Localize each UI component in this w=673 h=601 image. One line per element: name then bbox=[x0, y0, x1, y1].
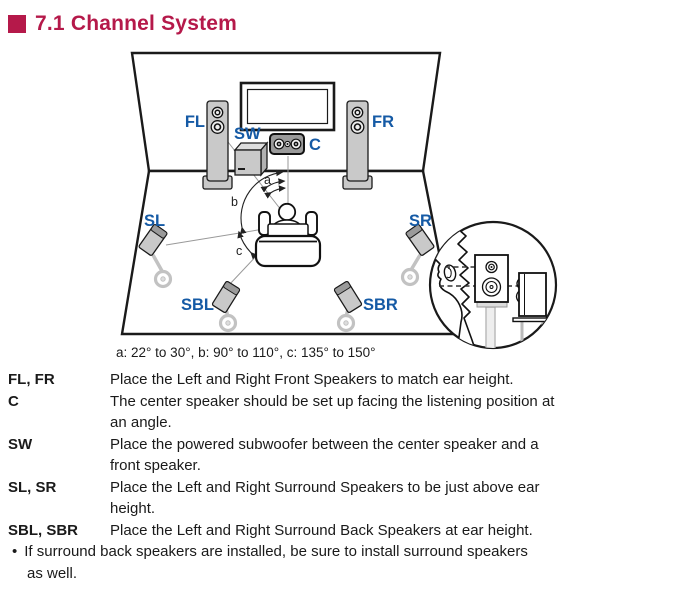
definition-term: SBL, SBR bbox=[8, 521, 79, 539]
label-sl: SL bbox=[144, 212, 165, 230]
label-sr: SR bbox=[409, 212, 432, 230]
definitions-section: FL, FR Place the Left and Right Front Sp… bbox=[8, 369, 663, 584]
note-item: • If surround back speakers are installed… bbox=[8, 541, 663, 584]
surround-back-right-speaker bbox=[333, 280, 363, 333]
definition-list: FL, FR Place the Left and Right Front Sp… bbox=[8, 369, 663, 541]
angle-caption: a: 22° to 30°, b: 90° to 110°, c: 135° t… bbox=[116, 345, 376, 360]
page-title: 7.1 Channel System bbox=[35, 12, 238, 35]
angle-b-label: b bbox=[231, 195, 238, 209]
definition-description: The center speaker should be set up faci… bbox=[110, 392, 555, 432]
front-left-speaker bbox=[202, 100, 233, 190]
inset-speaker-front-view bbox=[474, 254, 509, 348]
surround-right-speaker bbox=[400, 224, 435, 287]
surround-back-left-speaker bbox=[211, 280, 241, 333]
surround-left-speaker bbox=[138, 224, 173, 289]
definition-description: Place the powered subwoofer between the … bbox=[110, 435, 539, 475]
label-sbl: SBL bbox=[181, 296, 214, 314]
front-right-speaker bbox=[342, 100, 373, 190]
angle-a-label: a bbox=[264, 173, 271, 187]
note-text: If surround back speakers are installed,… bbox=[24, 543, 528, 582]
speaker-layout-diagram: a b c bbox=[120, 51, 558, 350]
label-c: C bbox=[309, 136, 321, 154]
ear-height-inset bbox=[428, 220, 558, 350]
definition-description: Place the Left and Right Surround Speake… bbox=[110, 478, 540, 518]
listener-head-profile bbox=[434, 222, 477, 348]
red-square-icon bbox=[8, 15, 26, 33]
label-sbr: SBR bbox=[363, 296, 398, 314]
definition-description: Place the Left and Right Front Speakers … bbox=[110, 371, 514, 388]
bullet-icon: • bbox=[12, 543, 18, 560]
definition-term: C bbox=[8, 392, 19, 410]
definition-term: SL, SR bbox=[8, 478, 57, 496]
definition-description: Place the Left and Right Surround Back S… bbox=[110, 521, 533, 539]
definition-term: FL, FR bbox=[8, 371, 55, 388]
tv bbox=[239, 81, 336, 132]
angle-arcs: a b c bbox=[231, 169, 286, 260]
label-sw: SW bbox=[234, 125, 261, 143]
angle-c-label: c bbox=[236, 244, 242, 258]
subwoofer bbox=[233, 141, 269, 177]
center-speaker bbox=[269, 133, 305, 155]
label-fl: FL bbox=[185, 113, 205, 131]
label-fr: FR bbox=[372, 113, 394, 131]
section-header: 7.1 Channel System bbox=[8, 12, 237, 36]
definition-term: SW bbox=[8, 435, 33, 453]
listening-position-sofa bbox=[254, 202, 322, 268]
